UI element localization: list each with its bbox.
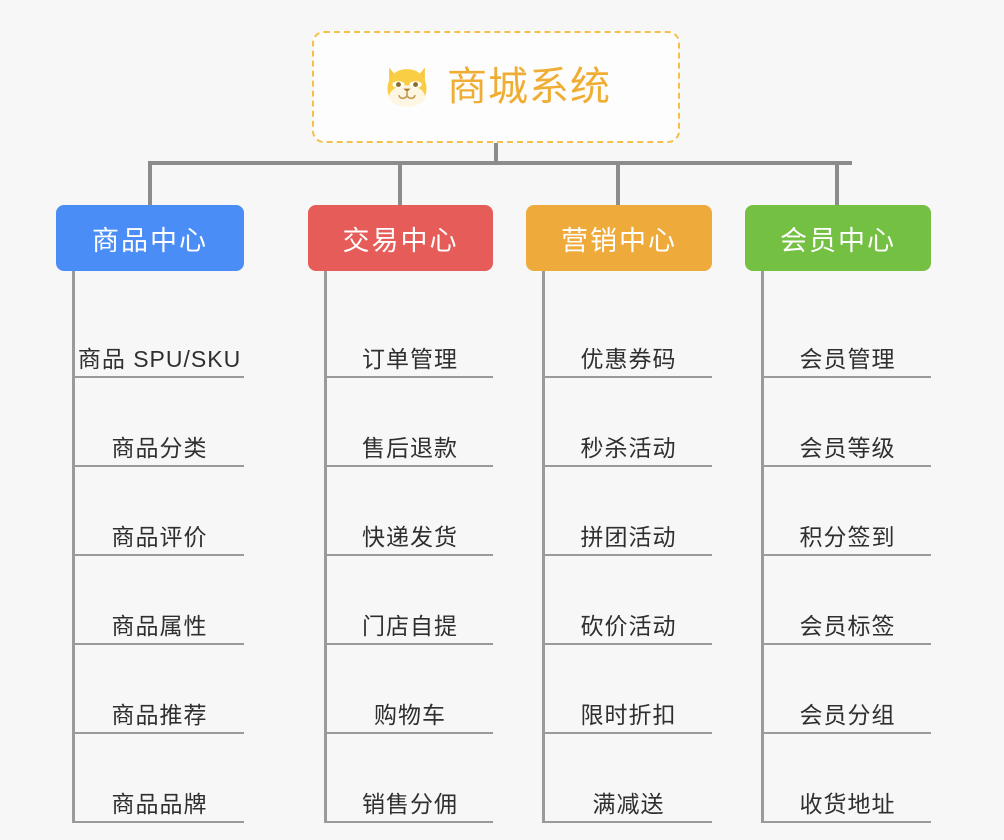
list-item[interactable]: 会员等级	[761, 378, 931, 467]
category-box-product[interactable]: 商品中心	[56, 205, 244, 271]
category-box-member[interactable]: 会员中心	[745, 205, 931, 271]
list-item[interactable]: 会员分组	[761, 645, 931, 734]
leaf-label: 拼团活动	[580, 523, 677, 550]
list-item[interactable]: 满减送	[542, 734, 712, 823]
list-item[interactable]: 积分签到	[761, 467, 931, 556]
shiba-dog-icon	[387, 67, 427, 107]
root-node[interactable]: 商城系统	[312, 31, 680, 143]
list-item[interactable]: 会员标签	[761, 556, 931, 645]
leaf-label: 会员管理	[799, 345, 896, 372]
list-item[interactable]: 秒杀活动	[542, 378, 712, 467]
list-item[interactable]: 售后退款	[324, 378, 493, 467]
category-box-marketing[interactable]: 营销中心	[526, 205, 712, 271]
connector-drop-4	[835, 161, 839, 205]
list-item[interactable]: 购物车	[324, 645, 493, 734]
leaf-label: 商品推荐	[111, 701, 208, 728]
leaf-list-trade: 订单管理 售后退款 快递发货 门店自提 购物车 销售分佣	[324, 271, 493, 823]
connector-drop-3	[616, 161, 620, 205]
leaf-label: 售后退款	[362, 434, 458, 461]
branch-column-product: 商品中心 商品 SPU/SKU 商品分类 商品评价 商品属性 商品推荐 商品品牌	[56, 205, 244, 823]
list-item[interactable]: 商品 SPU/SKU	[72, 289, 244, 378]
list-item[interactable]: 商品分类	[72, 378, 244, 467]
list-item[interactable]: 商品品牌	[72, 734, 244, 823]
branch-column-trade: 交易中心 订单管理 售后退款 快递发货 门店自提 购物车 销售分佣	[308, 205, 493, 823]
list-item[interactable]: 拼团活动	[542, 467, 712, 556]
category-label: 会员中心	[780, 225, 896, 256]
leaf-label: 商品属性	[111, 612, 208, 639]
list-item[interactable]: 限时折扣	[542, 645, 712, 734]
leaf-label: 快递发货	[362, 523, 458, 550]
leaf-label: 购物车	[374, 701, 446, 728]
connector-drop-1	[148, 161, 152, 205]
root-title: 商城系统	[447, 65, 611, 109]
list-item[interactable]: 会员管理	[761, 289, 931, 378]
list-item[interactable]: 商品评价	[72, 467, 244, 556]
leaf-label: 商品评价	[111, 523, 208, 550]
leaf-list-product: 商品 SPU/SKU 商品分类 商品评价 商品属性 商品推荐 商品品牌	[72, 271, 244, 823]
branch-column-member: 会员中心 会员管理 会员等级 积分签到 会员标签 会员分组 收货地址	[745, 205, 931, 823]
leaf-label: 收货地址	[799, 790, 896, 817]
list-item[interactable]: 商品属性	[72, 556, 244, 645]
leaf-list-member: 会员管理 会员等级 积分签到 会员标签 会员分组 收货地址	[761, 271, 931, 823]
list-item[interactable]: 优惠券码	[542, 289, 712, 378]
connector-drop-2	[398, 161, 402, 205]
category-label: 商品中心	[92, 225, 208, 256]
leaf-label: 门店自提	[362, 612, 458, 639]
leaf-label: 限时折扣	[580, 701, 677, 728]
leaf-label: 积分签到	[799, 523, 896, 550]
leaf-label: 商品 SPU/SKU	[77, 345, 242, 372]
connector-horizontal-bus	[148, 161, 852, 165]
category-label: 交易中心	[342, 225, 459, 256]
list-item[interactable]: 快递发货	[324, 467, 493, 556]
leaf-label: 秒杀活动	[580, 434, 677, 461]
leaf-label: 商品分类	[111, 434, 208, 461]
list-item[interactable]: 销售分佣	[324, 734, 493, 823]
leaf-label: 会员等级	[799, 434, 896, 461]
branch-column-marketing: 营销中心 优惠券码 秒杀活动 拼团活动 砍价活动 限时折扣 满减送	[526, 205, 712, 823]
leaf-label: 满减送	[592, 790, 665, 817]
list-item[interactable]: 砍价活动	[542, 556, 712, 645]
category-label: 营销中心	[561, 225, 677, 256]
leaf-label: 会员分组	[799, 701, 896, 728]
connector-root-stem	[494, 143, 498, 165]
leaf-label: 砍价活动	[580, 612, 677, 639]
leaf-label: 订单管理	[362, 345, 458, 372]
list-item[interactable]: 收货地址	[761, 734, 931, 823]
list-item[interactable]: 门店自提	[324, 556, 493, 645]
list-item[interactable]: 订单管理	[324, 289, 493, 378]
leaf-list-marketing: 优惠券码 秒杀活动 拼团活动 砍价活动 限时折扣 满减送	[542, 271, 712, 823]
leaf-label: 销售分佣	[362, 790, 458, 817]
list-item[interactable]: 商品推荐	[72, 645, 244, 734]
category-box-trade[interactable]: 交易中心	[308, 205, 493, 271]
leaf-label: 优惠券码	[580, 345, 677, 372]
leaf-label: 商品品牌	[111, 790, 208, 817]
leaf-label: 会员标签	[799, 612, 896, 639]
